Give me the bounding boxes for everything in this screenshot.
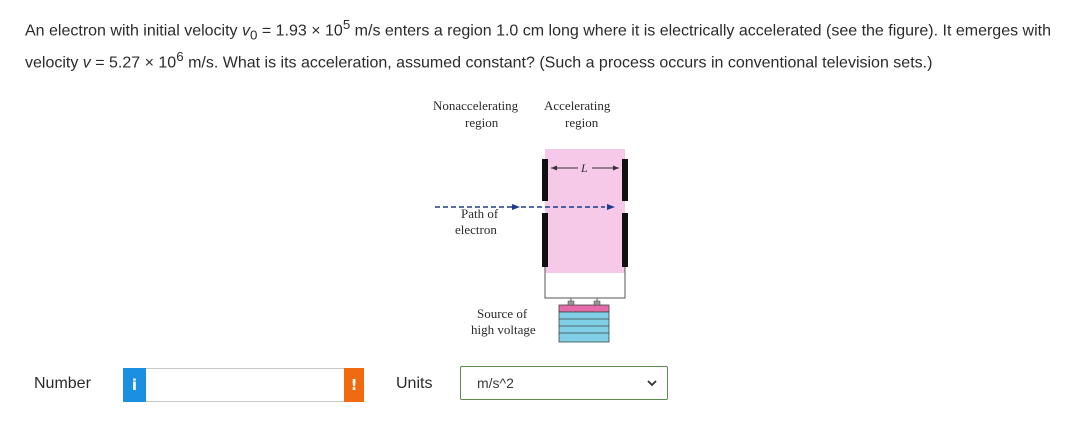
figure-svg: Nonaccelerating region Accelerating regi… [433,98,628,343]
warning-icon[interactable]: ! [344,368,364,402]
nonaccel-label-line2: region [465,115,499,130]
length-arrow-left [551,165,557,171]
source-label-line2: high voltage [471,322,536,337]
units-selected-value: m/s^2 [477,375,514,391]
path-label-line2: electron [455,222,497,237]
accel-label-line2: region [565,115,599,130]
path-label-line1: Path of [461,206,499,221]
left-plate-top [542,159,548,201]
left-plate-bottom [542,213,548,267]
chevron-down-icon [647,380,657,387]
length-label-bg [578,160,592,174]
question-text: An electron with initial velocity v0 = 1… [25,17,1051,71]
right-plate-bottom [622,213,628,267]
electron-path-arrow-right [607,204,615,210]
electron-acceleration-figure: Nonaccelerating region Accelerating regi… [425,96,640,346]
number-input[interactable] [146,368,350,402]
high-voltage-source-icon [558,300,610,343]
length-arrow-right [613,165,619,171]
accel-label-line1: Accelerating [544,98,611,113]
units-label: Units [396,375,433,392]
nonaccel-label-line1: Nonaccelerating [433,98,519,113]
answer-row: Number i ! Units m/s^2 [0,365,1075,405]
right-plate-top [622,159,628,201]
source-label-line1: Source of [477,306,528,321]
units-select[interactable]: m/s^2 [460,366,668,400]
electron-path-arrow-left [512,204,520,210]
info-icon[interactable]: i [123,368,146,402]
number-label: Number [34,375,91,392]
circuit-wire [544,267,626,299]
length-label: L [580,161,588,175]
